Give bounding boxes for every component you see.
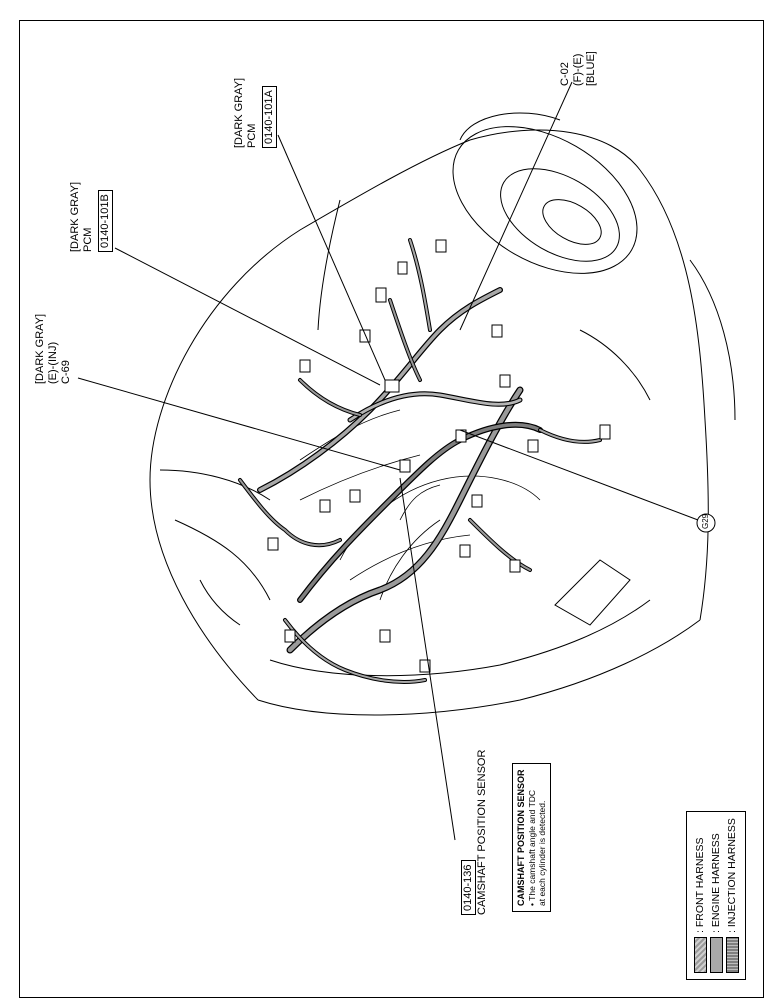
component-code: 0140-136 xyxy=(461,860,476,915)
engine-block xyxy=(299,409,541,601)
connector-body xyxy=(299,359,311,373)
harness-legend: : FRONT HARNESS : ENGINE HARNESS : INJEC… xyxy=(686,811,746,980)
connector-body xyxy=(267,537,279,551)
connector-code: 0140-101A xyxy=(262,86,277,148)
leader-c69 xyxy=(77,377,401,471)
leader-camshaft xyxy=(399,477,456,841)
pin-range: (F)-(E) xyxy=(572,53,584,86)
pin-range: (E)-(INJ) xyxy=(47,341,59,384)
component-name: PCM xyxy=(246,123,258,148)
legend-label: : ENGINE HARNESS xyxy=(710,833,722,933)
connector-body xyxy=(491,324,503,338)
camshaft-description-box: CAMSHAFT POSITION SENSOR • The camshaft … xyxy=(512,763,551,912)
callout-camshaft: 0140-136 CAMSHAFT POSITION SENSOR xyxy=(458,750,489,915)
connector-body xyxy=(419,659,431,673)
connector-body xyxy=(471,494,483,508)
callout-c69: [DARK GRAY] (E)-(INJ) C-69 xyxy=(34,314,73,384)
connector-body xyxy=(284,629,296,643)
connector-body xyxy=(399,459,411,473)
connector-color: [DARK GRAY] xyxy=(233,77,245,148)
connector-body xyxy=(509,559,521,573)
ground-marker xyxy=(696,513,716,533)
legend-label: : FRONT HARNESS xyxy=(694,837,706,933)
connector-body xyxy=(384,379,400,393)
connector-body xyxy=(359,329,371,343)
description-line: • The camshaft angle and TDC xyxy=(527,789,537,906)
connector-body xyxy=(459,544,471,558)
description-line: at each cylinder is detected. xyxy=(537,800,547,906)
callout-pcm-a: [DARK GRAY] PCM 0140-101A xyxy=(233,78,277,148)
ground-code: G29 xyxy=(701,513,710,529)
vehicle-body-outline xyxy=(149,129,736,716)
connector-body xyxy=(349,489,361,503)
connector-body xyxy=(499,374,511,388)
connector-color: [DARK GRAY] xyxy=(34,313,46,384)
ground-label: G29 xyxy=(701,514,711,529)
harness-connectors xyxy=(267,239,611,673)
strut-tower xyxy=(452,112,638,274)
connector-body xyxy=(375,287,387,303)
engine-harness-swatch xyxy=(709,937,723,973)
callout-pcm-b: [DARK GRAY] PCM 0140-101B xyxy=(69,182,113,252)
legend-item-front-harness: : FRONT HARNESS xyxy=(692,818,708,973)
connector-body xyxy=(435,239,447,253)
connector-color: [BLUE] xyxy=(585,51,597,86)
connector-body xyxy=(319,499,331,513)
connector-code: C-69 xyxy=(60,360,72,384)
leader-pcm-b xyxy=(114,247,381,386)
connector-body xyxy=(527,439,539,453)
connector-code: 0140-101B xyxy=(98,190,113,252)
connector-body xyxy=(397,261,408,275)
connector-code: C-02 xyxy=(559,62,571,86)
leader-c02 xyxy=(459,81,573,331)
legend-label: : INJECTION HARNESS xyxy=(726,818,738,933)
legend-item-injection-harness: : INJECTION HARNESS xyxy=(724,818,740,973)
connector-body xyxy=(599,424,611,440)
leader-pcm-a xyxy=(277,134,386,381)
injection-harness-swatch xyxy=(725,937,739,973)
callout-c02: C-02 (F)-(E) [BLUE] xyxy=(559,51,598,86)
connector-body xyxy=(379,629,391,643)
leader-lines xyxy=(77,81,699,841)
connector-color: [DARK GRAY] xyxy=(69,181,81,252)
front-harness-swatch xyxy=(693,937,707,973)
wiring-harness xyxy=(238,238,602,684)
description-title: CAMSHAFT POSITION SENSOR xyxy=(516,769,526,906)
leader-g29 xyxy=(459,429,699,521)
page-border xyxy=(19,20,764,998)
component-name: CAMSHAFT POSITION SENSOR xyxy=(476,749,488,915)
component-name: PCM xyxy=(82,227,94,252)
legend-item-engine-harness: : ENGINE HARNESS xyxy=(708,818,724,973)
